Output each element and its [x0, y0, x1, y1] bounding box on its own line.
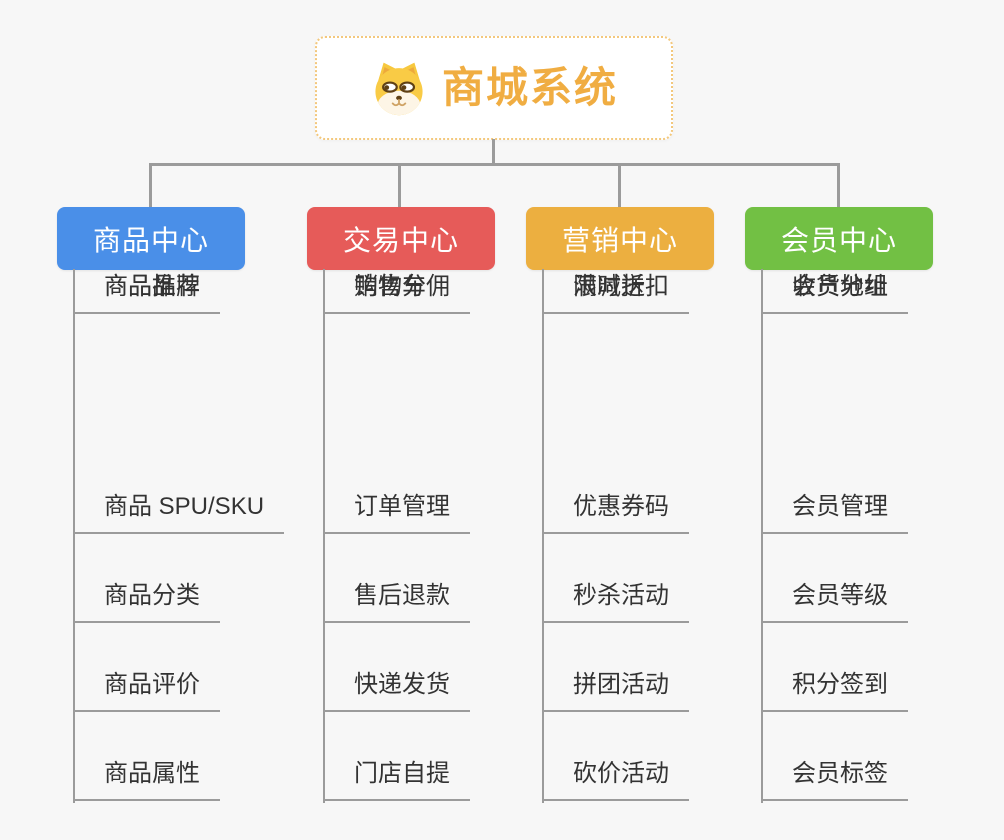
branch-label: 交易中心 [342, 224, 459, 256]
connector-column-vline [323, 269, 325, 803]
child-topic[interactable]: 满减送 [542, 270, 665, 314]
connector-root-stem [492, 139, 495, 165]
connector-horizontal-bar [149, 163, 840, 166]
connector-drop-marketing [618, 163, 621, 208]
child-topic[interactable]: 销售分佣 [323, 270, 470, 314]
connector-column-vline [761, 269, 763, 803]
connector-drop-trade [398, 163, 401, 208]
child-topic[interactable]: 收货地址 [761, 270, 908, 314]
child-topic[interactable]: 商品属性 [73, 757, 220, 801]
branch-column-member-center: 会员中心 会员管理 会员等级 积分签到 会员标签 会员分组 收货地址 [745, 207, 975, 803]
branch-node-member-center[interactable]: 会员中心 [745, 207, 933, 270]
child-topic[interactable]: 积分签到 [761, 668, 908, 712]
branch-column-trade-center: 交易中心 订单管理 售后退款 快递发货 门店自提 购物车 销售分佣 [307, 207, 537, 803]
child-topic[interactable]: 门店自提 [323, 757, 470, 801]
child-topic[interactable]: 售后退款 [323, 579, 470, 623]
child-topic[interactable]: 拼团活动 [542, 668, 689, 712]
branch-column-product-center: 商品中心 商品 SPU/SKU 商品分类 商品评价 商品属性 商品推荐 商品品牌 [57, 207, 287, 803]
child-topic[interactable]: 会员等级 [761, 579, 908, 623]
branch-label: 会员中心 [780, 224, 897, 256]
connector-drop-product [149, 163, 152, 208]
root-label: 商城系统 [441, 64, 618, 111]
connector-column-vline [73, 269, 75, 803]
child-topic[interactable]: 会员管理 [761, 490, 908, 534]
child-topic[interactable]: 会员标签 [761, 757, 908, 801]
child-topic[interactable]: 优惠券码 [542, 490, 689, 534]
branch-label: 营销中心 [561, 224, 678, 256]
branch-label: 商品中心 [92, 224, 209, 256]
connector-column-vline [542, 269, 544, 803]
child-topic[interactable]: 商品分类 [73, 579, 220, 623]
child-topic[interactable]: 砍价活动 [542, 757, 689, 801]
child-topic[interactable]: 商品 SPU/SKU [73, 490, 285, 534]
branch-column-marketing-center: 营销中心 优惠券码 秒杀活动 拼团活动 砍价活动 限时折扣 满减送 [526, 207, 756, 803]
branch-node-product-center[interactable]: 商品中心 [57, 207, 245, 270]
branch-node-marketing-center[interactable]: 营销中心 [526, 207, 714, 270]
child-topic[interactable]: 快递发货 [323, 668, 470, 712]
child-topic[interactable]: 商品评价 [73, 668, 220, 712]
child-topic[interactable]: 商品品牌 [73, 270, 220, 314]
dog-face-icon [375, 62, 423, 116]
child-topic[interactable]: 订单管理 [323, 490, 470, 534]
root-node-mall-system[interactable]: 商城系统 [315, 36, 673, 140]
connector-drop-member [837, 163, 840, 208]
child-topic[interactable]: 秒杀活动 [542, 579, 689, 623]
branch-node-trade-center[interactable]: 交易中心 [307, 207, 495, 270]
